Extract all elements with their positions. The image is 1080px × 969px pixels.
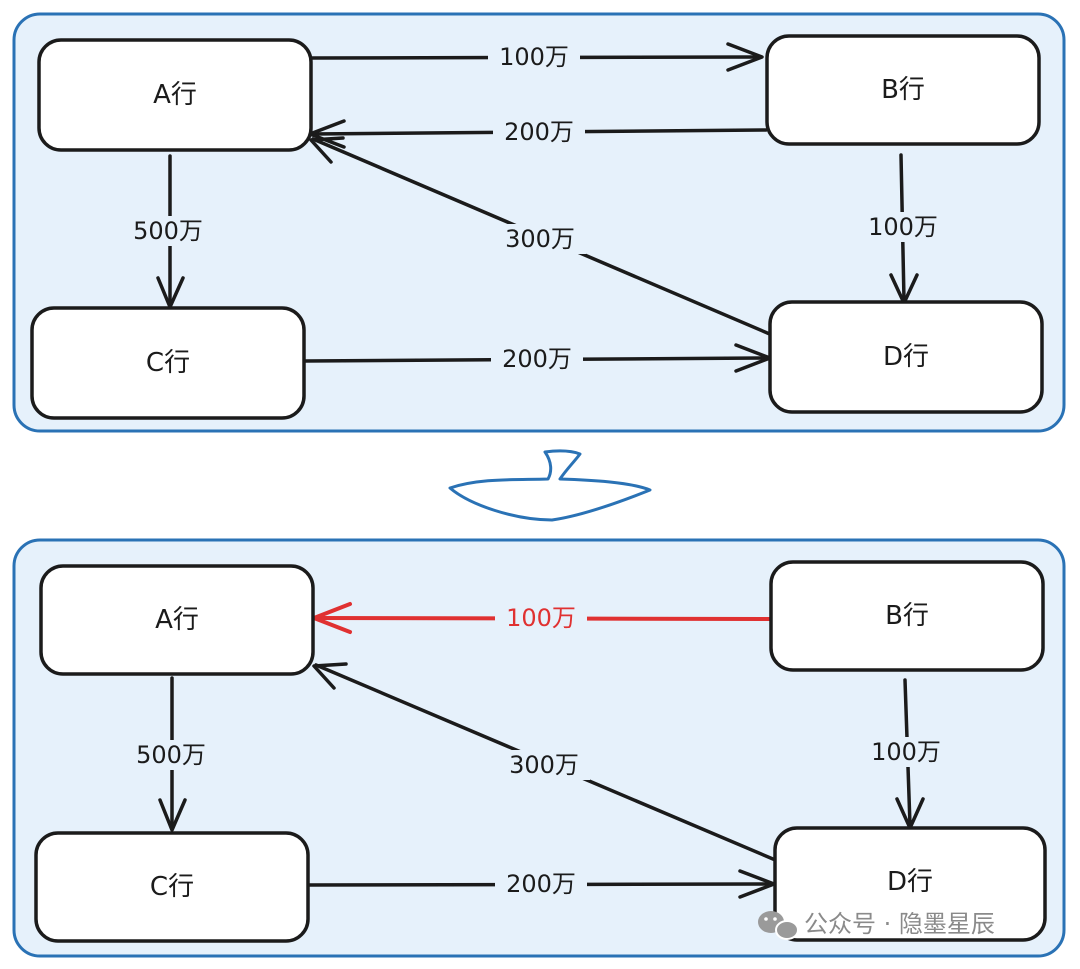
bottom-node-b: B行	[769, 560, 1045, 672]
top-edge-c-to-d-label: 200万	[502, 345, 572, 373]
watermark: 公众号 · 隐墨星辰	[758, 910, 995, 940]
top-node-a: A行	[37, 38, 313, 152]
top-node-d-label: D行	[883, 342, 929, 372]
bottom-node-b-label: B行	[885, 601, 929, 631]
bottom-node-a: A行	[39, 564, 315, 676]
bottom-node-c: C行	[34, 831, 310, 943]
bottom-edge-c-to-d-label: 200万	[506, 870, 576, 898]
bottom-node-c-label: C行	[150, 872, 194, 902]
bottom-edge-b-to-d-label: 100万	[871, 738, 941, 766]
bottom-edge-d-to-a-label: 300万	[509, 751, 579, 779]
top-node-b: B行	[765, 34, 1041, 146]
watermark-text: 公众号 · 隐墨星辰	[804, 910, 995, 938]
top-edge-d-to-a-label: 300万	[505, 225, 575, 253]
top-node-c-label: C行	[146, 348, 190, 378]
top-panel: A行 B行 C行 D行 100万 200万 500万 300万 100万 200…	[12, 12, 1066, 433]
bottom-edge-a-to-c-label: 500万	[136, 741, 206, 769]
top-edge-a-to-c-label: 500万	[133, 217, 203, 245]
wechat-icon	[758, 911, 799, 940]
top-edge-a-to-b-label: 100万	[499, 43, 569, 71]
bottom-panel: A行 B行 C行 D行 100万 500万 300万 100万 200万	[12, 538, 1066, 958]
bottom-node-a-label: A行	[155, 605, 199, 635]
top-node-d: D行	[768, 300, 1044, 414]
top-node-b-label: B行	[881, 75, 925, 105]
bottom-node-d: D行	[773, 826, 1047, 942]
bottom-node-d-label: D行	[887, 867, 933, 897]
transition-down-arrow-icon	[448, 449, 652, 522]
bottom-edge-b-to-a-label: 100万	[506, 604, 576, 632]
top-edge-b-to-a-label: 200万	[504, 118, 574, 146]
top-edge-b-to-d-label: 100万	[868, 213, 938, 241]
top-node-c: C行	[30, 306, 306, 420]
top-node-a-label: A行	[153, 80, 197, 110]
